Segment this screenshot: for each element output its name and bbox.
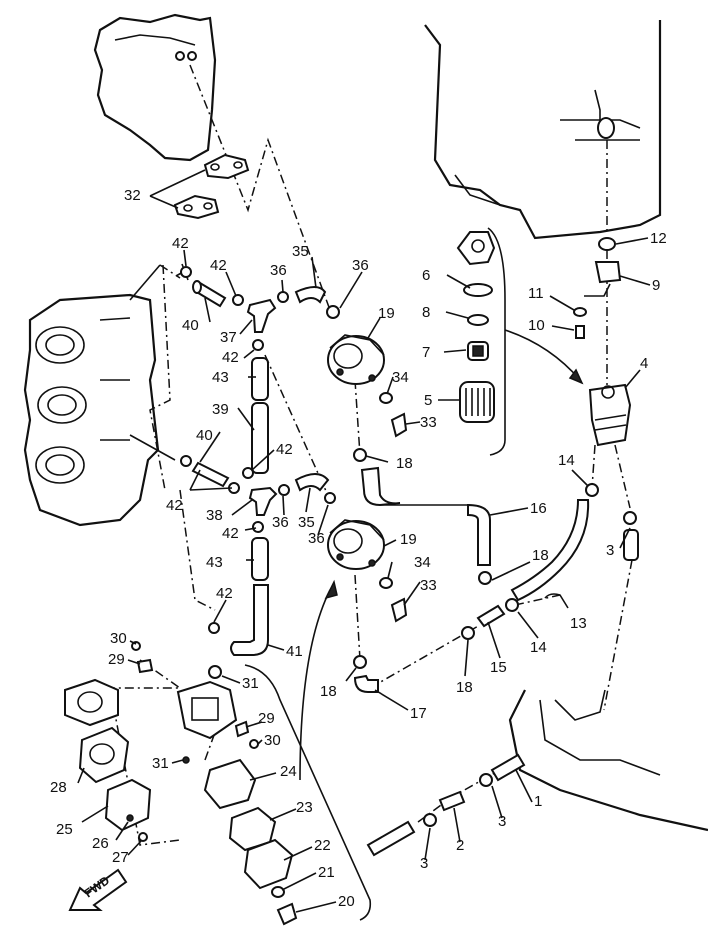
callout-label: 34	[414, 554, 431, 571]
right-hoses	[476, 483, 639, 628]
callout-label: 19	[400, 531, 417, 548]
callout-label: 43	[206, 554, 223, 571]
flow-arrows	[299, 329, 584, 781]
callout-label: 17	[410, 705, 427, 722]
fuel-pump-upper	[327, 334, 385, 385]
callout-label: 39	[212, 401, 229, 418]
callout-label: 28	[50, 779, 67, 796]
hoses-left	[175, 263, 340, 656]
callout-label: 36	[270, 262, 287, 279]
engine-block-right	[424, 20, 662, 240]
callout-label: 14	[530, 639, 547, 656]
hose-16-17	[353, 466, 491, 693]
callout-label: 37	[220, 329, 237, 346]
callout-label: 15	[490, 659, 507, 676]
callout-label: 18	[396, 455, 413, 472]
callout-label: 34	[392, 369, 409, 386]
callout-label: 18	[532, 547, 549, 564]
callout-label: 6	[422, 267, 430, 284]
callout-label: 22	[314, 837, 331, 854]
callout-label: 25	[56, 821, 73, 838]
callout-label: 9	[652, 277, 660, 294]
fuel-pump-lower	[327, 519, 385, 570]
callout-label: 35	[298, 514, 315, 531]
callout-label: 36	[272, 514, 289, 531]
callout-label: 27	[112, 849, 129, 866]
callout-label: 12	[650, 230, 667, 247]
cylinder-block	[23, 293, 160, 527]
callout-label: 29	[258, 710, 275, 727]
callout-label: 43	[212, 369, 229, 386]
callout-label: 31	[242, 675, 259, 692]
callout-label: 42	[172, 235, 189, 252]
callout-label: 2	[456, 837, 464, 854]
callout-label: 11	[528, 285, 544, 302]
callout-label: 14	[558, 452, 575, 469]
callout-label: 31	[152, 755, 169, 772]
callout-label: 30	[264, 732, 281, 749]
filter-parts	[459, 283, 495, 423]
callout-label: 36	[352, 257, 369, 274]
callout-label: 42	[222, 349, 239, 366]
callout-label: 40	[182, 317, 199, 334]
lower-cowling	[508, 689, 708, 832]
callout-label: 23	[296, 799, 313, 816]
gaskets-32	[173, 153, 250, 220]
callout-labels: 32 42 42 36 35 36 40 37 19 42 43 34 39 3…	[50, 187, 667, 910]
callout-label: 36	[308, 530, 325, 547]
callout-label: 42	[216, 585, 233, 602]
callout-label: 3	[498, 813, 506, 830]
callout-label: 40	[196, 427, 213, 444]
callout-label: 5	[424, 392, 432, 409]
filter-assembly-4	[573, 237, 632, 447]
callout-label: 13	[570, 615, 587, 632]
callout-label: 32	[124, 187, 141, 204]
group-brackets	[129, 227, 506, 921]
callout-label: 42	[276, 441, 293, 458]
fwd-arrow-icon: FWD	[68, 868, 128, 911]
clips-18	[353, 448, 492, 669]
callout-label: 42	[222, 525, 239, 542]
callout-label: 42	[210, 257, 227, 274]
callout-label: 29	[108, 651, 125, 668]
bottom-line	[366, 753, 526, 857]
bolts-washers	[379, 392, 408, 623]
callout-label: 16	[530, 500, 547, 517]
callout-label: 20	[338, 893, 355, 910]
callout-label: 21	[318, 864, 335, 881]
callout-label: 19	[378, 305, 395, 322]
callout-label: 42	[166, 497, 183, 514]
callout-label: 24	[280, 763, 297, 780]
callout-label: 7	[422, 344, 430, 361]
callout-label: 1	[534, 793, 542, 810]
pump-parts-lower	[64, 641, 298, 926]
engine-block-top	[93, 13, 217, 162]
leader-lines	[77, 169, 651, 913]
callout-label: 33	[420, 577, 437, 594]
callout-label: 3	[420, 855, 428, 872]
callout-label: 35	[292, 243, 309, 260]
callout-label: 3	[606, 542, 614, 559]
callout-label: 26	[92, 835, 109, 852]
callout-label: 30	[110, 630, 127, 647]
callout-label: 18	[320, 683, 337, 700]
callout-label: 33	[420, 414, 437, 431]
callout-label: 4	[640, 355, 648, 372]
filter-head	[456, 231, 496, 266]
callout-label: 8	[422, 304, 430, 321]
callout-label: 38	[206, 507, 223, 524]
callout-label: 10	[528, 317, 545, 334]
callout-label: 18	[456, 679, 473, 696]
callout-label: 41	[286, 643, 303, 660]
